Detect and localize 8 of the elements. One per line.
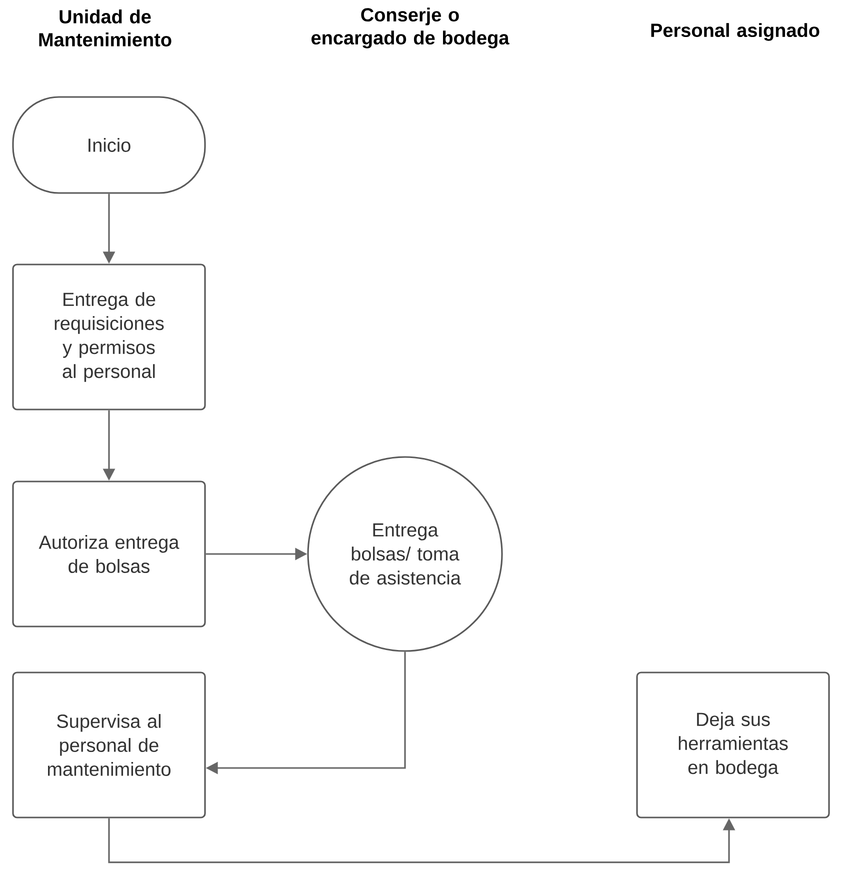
process-box: Supervisa al personal de mantenimiento [12,672,206,818]
lane-header: Conserje o encargado de bodega [312,8,510,48]
lane-header: Personal asignado [651,23,820,41]
lane-header: Unidad de Mantenimiento [39,10,172,46]
start-terminal: Inicio [12,96,206,194]
process-box: Autoriza entrega de bolsas [12,480,206,628]
process-box: Entrega de requisiciones y permisos al personal [12,264,206,410]
process-box: Deja sus herramientas en bodega [636,672,830,818]
